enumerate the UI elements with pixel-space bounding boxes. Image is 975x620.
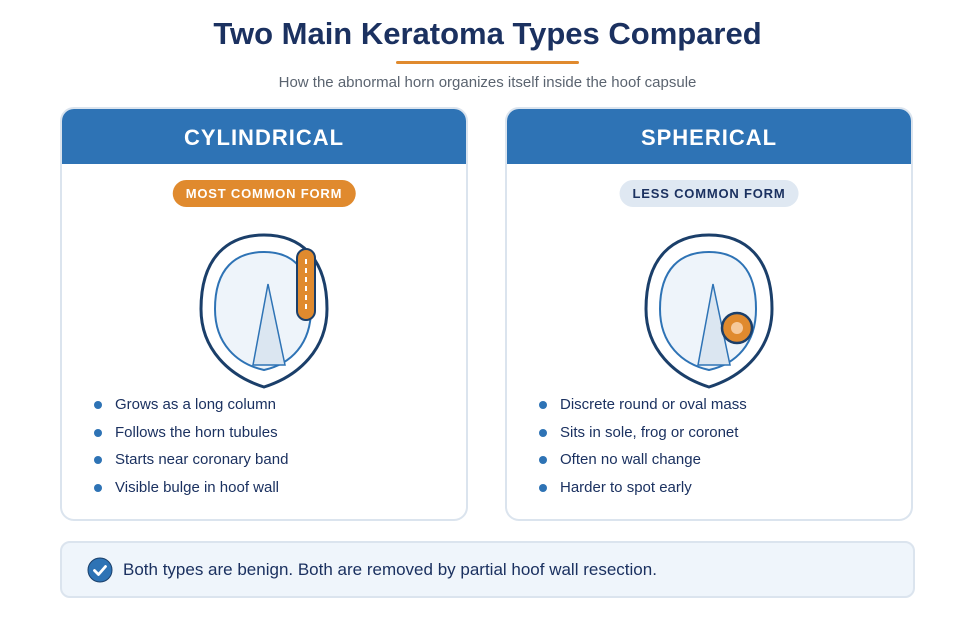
bullet-dot-icon (539, 456, 547, 465)
bullet-dot-icon (539, 428, 547, 437)
bullet-dot-icon (539, 401, 547, 409)
list-item: Visible bulge in hoof wall (94, 476, 288, 504)
list-item: Often no wall change (539, 448, 747, 476)
cylindrical-feature-list: Grows as a long column Follows the horn … (94, 393, 288, 503)
cylindrical-card: CYLINDRICAL MOST COMMON FORM Grows as a … (60, 107, 468, 521)
list-item: Grows as a long column (94, 393, 288, 421)
cylindrical-card-header: CYLINDRICAL (62, 109, 466, 164)
summary-note-text: Both types are benign. Both are removed … (123, 560, 657, 579)
mass-core (731, 322, 743, 334)
most-common-badge: MOST COMMON FORM (172, 180, 356, 207)
bullet-dot-icon (94, 456, 102, 465)
list-item: Starts near coronary band (94, 448, 288, 476)
list-item: Follows the horn tubules (94, 421, 288, 449)
less-common-badge: LESS COMMON FORM (619, 180, 799, 207)
spherical-card-header: SPHERICAL (507, 109, 911, 164)
frog-shape (252, 283, 286, 366)
cylindrical-keratoma-column (296, 248, 316, 321)
bullet-dot-icon (94, 483, 102, 492)
spherical-keratoma-diagram (644, 233, 774, 389)
title-underline (396, 61, 579, 64)
page-subtitle: How the abnormal horn organizes itself i… (278, 74, 697, 91)
spherical-feature-list: Discrete round or oval mass Sits in sole… (539, 393, 747, 503)
list-item: Harder to spot early (539, 476, 747, 504)
bullet-dot-icon (94, 401, 102, 409)
bullet-dot-icon (539, 483, 547, 492)
page-title: Two Main Keratoma Types Compared (213, 16, 762, 51)
spherical-card: SPHERICAL LESS COMMON FORM Discrete roun… (505, 107, 913, 521)
summary-note: Both types are benign. Both are removed … (60, 541, 915, 598)
check-circle-icon (87, 557, 113, 583)
bullet-dot-icon (94, 428, 102, 437)
list-item: Sits in sole, frog or coronet (539, 421, 747, 449)
list-item: Discrete round or oval mass (539, 393, 747, 421)
cylindrical-keratoma-diagram (199, 233, 329, 389)
